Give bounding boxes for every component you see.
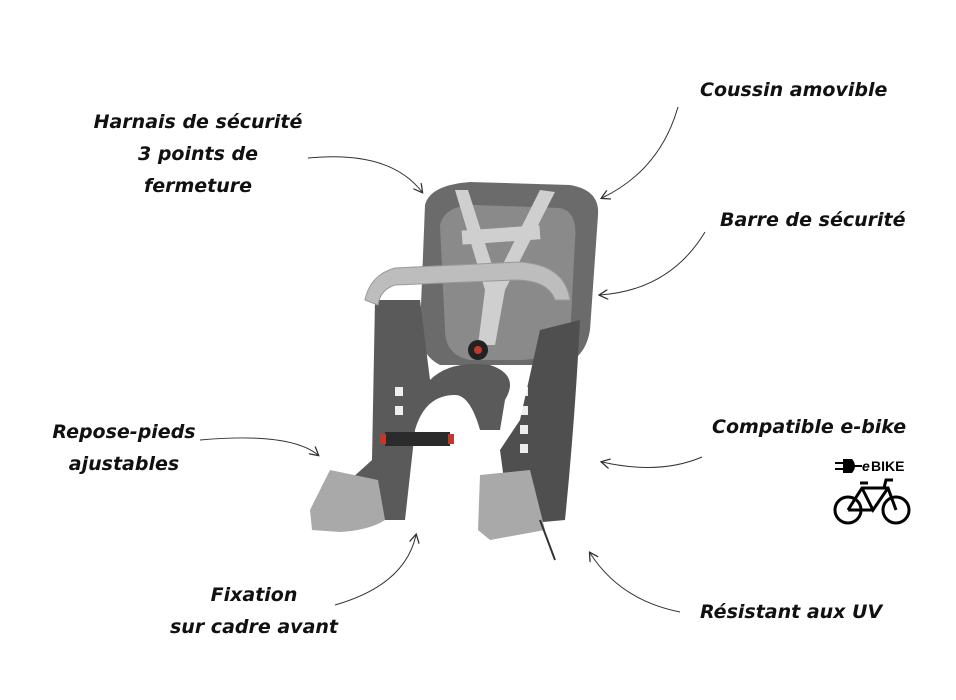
label-mount-line1: Fixation [210, 584, 298, 606]
label-mount-line2: sur cadre avant [169, 616, 338, 638]
label-footrests-line1: Repose-pieds [52, 421, 196, 443]
seat-body [330, 300, 510, 520]
left-footrest [310, 470, 385, 532]
label-harness: Harnais de sécurité 3 points de fermetur… [78, 106, 318, 202]
svg-text:e: e [862, 458, 870, 474]
label-footrests-line2: ajustables [68, 453, 180, 475]
label-footrests: Repose-pieds ajustables [24, 416, 224, 480]
arrow-footrests [199, 437, 318, 455]
svg-text:BIKE: BIKE [871, 458, 904, 474]
arrow-bar [600, 231, 706, 295]
label-uv: Résistant aux UV [700, 601, 883, 623]
label-cushion: Coussin amovible [700, 79, 888, 101]
label-harness-line3: fermeture [143, 175, 253, 197]
label-ebike: Compatible e-bike [712, 416, 907, 438]
label-harness-line1: Harnais de sécurité [93, 111, 303, 133]
arrow-harness [307, 156, 422, 192]
safety-bar [364, 261, 571, 306]
right-footrest [478, 470, 545, 540]
arrow-ebike [602, 456, 703, 467]
arrow-mount [334, 535, 416, 606]
label-safety-bar: Barre de sécurité [720, 209, 906, 231]
label-harness-line2: 3 points de [137, 143, 259, 165]
label-mount: Fixation sur cadre avant [144, 579, 364, 643]
ebike-logo-icon: e BIKE [833, 458, 911, 525]
arrow-cushion [602, 106, 679, 198]
arrow-uv [590, 553, 681, 613]
